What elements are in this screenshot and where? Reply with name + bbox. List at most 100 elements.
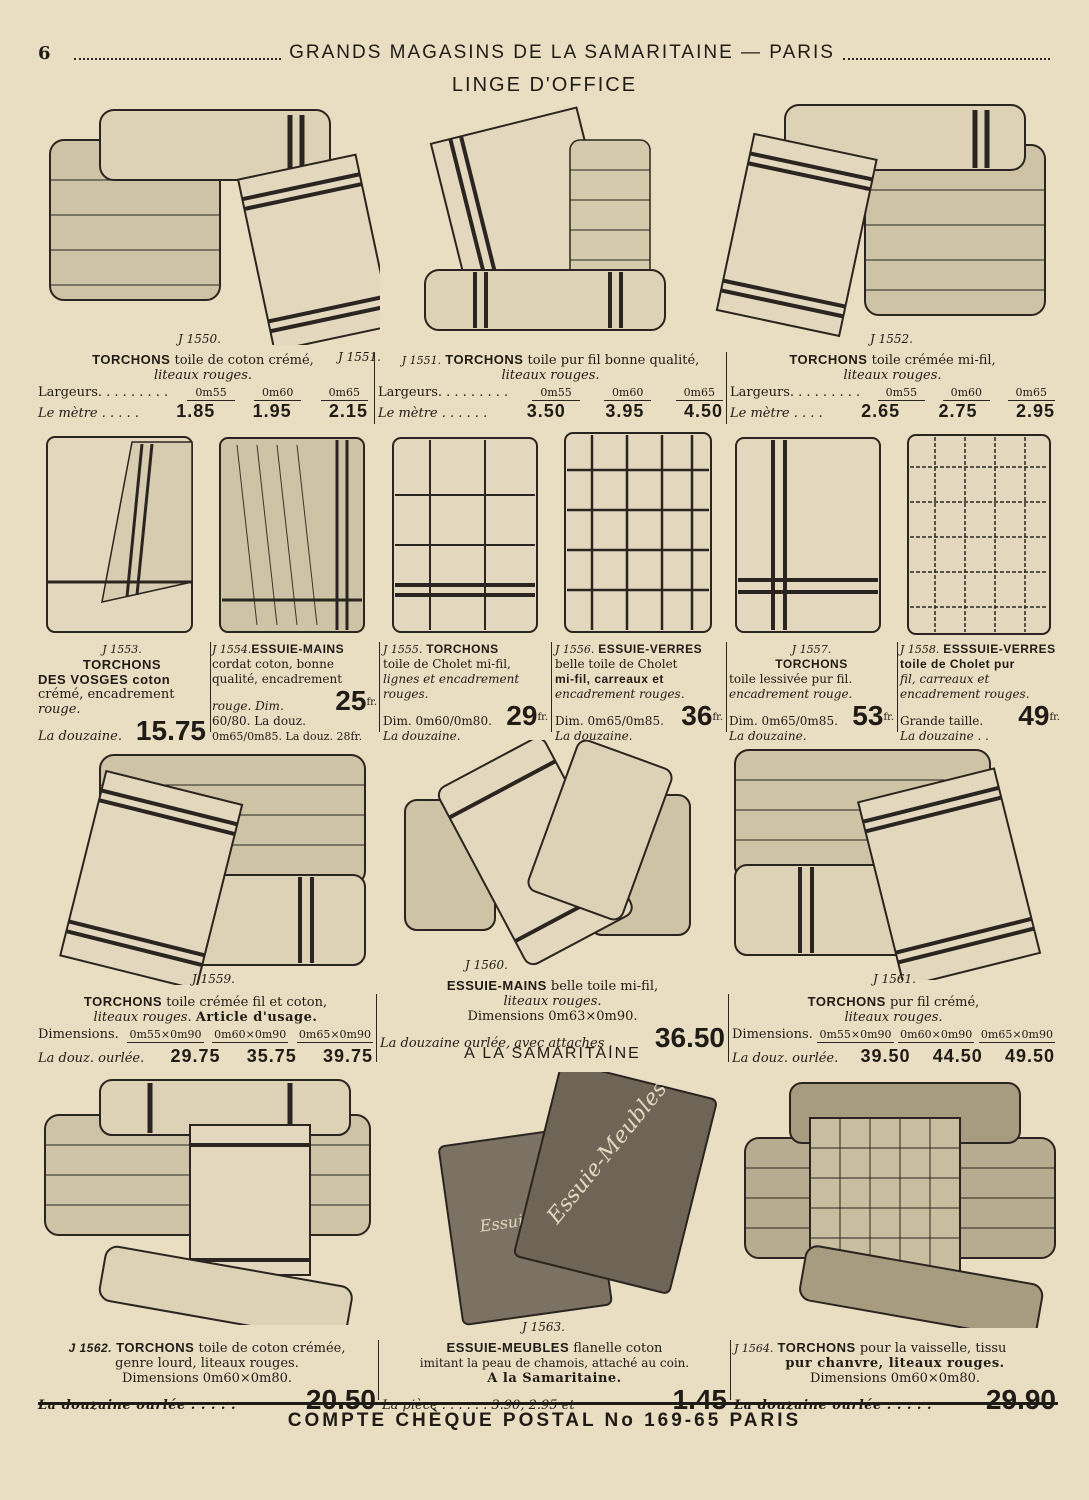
price: 29 xyxy=(506,700,538,731)
price: 1.45 xyxy=(672,1384,728,1415)
footer-rule xyxy=(38,1402,1058,1405)
footer-postal-account: COMPTE CHÈQUE POSTAL No 169-65 PARIS xyxy=(287,1410,802,1431)
size-label: Largeurs. . . . . . . . . xyxy=(378,385,509,400)
divider xyxy=(551,642,552,732)
product-desc: toile crémée mi-fil, xyxy=(871,353,996,368)
product-sub: liteaux rouges. xyxy=(93,1010,192,1025)
price: 20.50 xyxy=(305,1384,376,1415)
product-line: A la Samaritaine. xyxy=(487,1371,622,1386)
product-sub: liteaux rouges. xyxy=(501,368,600,383)
divider xyxy=(730,1340,731,1400)
divider xyxy=(379,642,380,732)
product-j1553: J 1553. TORCHONS DES VOSGES coton crémé,… xyxy=(38,642,206,745)
product-sub: liteaux rouges. xyxy=(153,368,253,383)
price: 35.75 xyxy=(246,1046,297,1066)
product-line: encadrement rouge. xyxy=(729,687,853,701)
price: 2.75 xyxy=(938,401,978,421)
product-title: TORCHONS xyxy=(775,657,848,671)
ref-j1561: J 1561. xyxy=(873,972,916,986)
product-title: TORCHONS xyxy=(92,352,171,367)
price-label: La douzaine. xyxy=(555,729,633,743)
price: 29.75 xyxy=(170,1046,221,1066)
product-desc: pour la vaisselle, tissu xyxy=(859,1341,1007,1356)
product-line: 60/80. La douz. xyxy=(212,714,306,728)
product-j1558: J 1558. ESSSUIE-VERRES toile de Cholet p… xyxy=(900,642,1060,744)
towel-stack-illustration-1561 xyxy=(730,740,1055,980)
product-title: TORCHONS xyxy=(789,352,868,367)
towel-stack-illustration-1562 xyxy=(40,1075,375,1325)
ref-j1550: J 1550. xyxy=(178,332,221,346)
section-title: LINGE D'OFFICE xyxy=(451,74,638,96)
product-ref: J 1556. xyxy=(555,643,595,656)
product-ref: J 1555. xyxy=(383,643,423,656)
towel-stack-illustration-1560 xyxy=(400,740,695,970)
price: 1.85 xyxy=(176,401,216,421)
price-label: Le mètre . . . . xyxy=(730,406,823,421)
price: 15.75 xyxy=(135,715,206,746)
ref-j1560: J 1560. xyxy=(465,958,508,972)
price: 2.15 xyxy=(328,401,368,421)
samaritaine-tagline: A LA SAMARITAINE xyxy=(464,1045,641,1062)
product-title: TORCHONS xyxy=(807,994,886,1009)
price: 3.50 xyxy=(526,401,566,421)
product-ref: J 1562. xyxy=(68,1341,113,1355)
product-desc: toile de coton crémée, xyxy=(198,1341,346,1356)
price-label: Le mètre . . . . . . xyxy=(378,406,488,421)
towel-stack-illustration-1551 xyxy=(420,100,690,345)
product-line: qualité, encadrement xyxy=(212,672,343,686)
divider xyxy=(378,1340,379,1400)
product-line: encadrement rouges. xyxy=(900,687,1030,701)
product-line: imitant la peau de chamois, attaché au c… xyxy=(419,1356,690,1370)
product-title: ESSSUIE-VERRES xyxy=(943,642,1056,656)
product-line: Dim. 0m60/0m80. xyxy=(383,714,492,728)
ref-j1563: J 1563. xyxy=(522,1320,565,1334)
folded-towel-illustration-1555 xyxy=(390,435,540,635)
size-cell: 0m60 xyxy=(942,385,991,401)
price: 1.95 xyxy=(252,401,292,421)
product-sub: liteaux rouges. xyxy=(843,368,942,383)
page-header: 6 GRANDS MAGASINS DE LA SAMARITAINE — PA… xyxy=(38,38,1058,68)
product-title: ESSUIE-MEUBLES xyxy=(446,1340,570,1355)
product-title: TORCHONS xyxy=(777,1340,856,1355)
price: 4.50 xyxy=(683,401,723,421)
product-ref: J 1564. xyxy=(734,1342,774,1355)
size-label: Largeurs. . . . . . . . . xyxy=(38,385,169,400)
divider xyxy=(726,352,727,424)
price-unit: fr. xyxy=(883,712,894,723)
product-j1559: TORCHONS toile crémée fil et coton, lite… xyxy=(38,994,373,1066)
product-title: TORCHONS xyxy=(116,1340,195,1355)
price-label: La douzaine . . xyxy=(900,729,989,743)
product-desc: pur fil crémé, xyxy=(889,995,980,1010)
product-j1551: J 1551. TORCHONS toile pur fil bonne qua… xyxy=(378,352,723,421)
price-label: La douzaine ourlée . . . . . xyxy=(38,1398,237,1413)
divider xyxy=(210,642,211,732)
product-line: belle toile de Cholet xyxy=(555,657,678,671)
towel-stack-illustration-1564 xyxy=(740,1078,1060,1328)
product-title: ESSUIE-MAINS xyxy=(446,978,547,993)
towel-stack-illustration-1550 xyxy=(40,100,380,345)
ref-j1551: J 1551. xyxy=(338,350,381,364)
divider xyxy=(897,642,898,732)
folded-towel-illustration-1554 xyxy=(217,435,367,635)
size-cell: 0m55×0m90 xyxy=(817,1028,894,1043)
folded-towel-illustration-1553 xyxy=(42,432,197,637)
size-cell: 0m55 xyxy=(187,385,235,401)
price-label: La pièce . . . . . . 3.90, 2.95 et xyxy=(382,1398,575,1413)
price: 2.65 xyxy=(861,401,901,421)
price: 29.90 xyxy=(985,1384,1056,1415)
product-desc: belle toile mi-fil, xyxy=(550,979,659,994)
product-line: 0m65/0m85. La douz. 28fr. xyxy=(212,730,363,743)
size-cell: 0m60×0m90 xyxy=(212,1028,289,1043)
product-j1563: ESSUIE-MEUBLES flanelle coton imitant la… xyxy=(382,1340,727,1414)
price-label: Le mètre . . . . . xyxy=(38,406,139,421)
product-desc: toile crémée fil et coton, xyxy=(166,995,328,1010)
price: 49 xyxy=(1018,700,1050,731)
product-desc: flanelle coton xyxy=(573,1341,663,1356)
product-title: TORCHONS xyxy=(82,657,162,672)
product-j1560: ESSUIE-MAINS belle toile mi-fil, liteaux… xyxy=(380,978,725,1052)
product-line: crémé, encadrement xyxy=(38,687,175,702)
price-unit: fr. xyxy=(366,697,377,708)
product-line: toile lessivée pur fil. xyxy=(729,672,853,686)
product-j1555: J 1555. TORCHONS toile de Cholet mi-fil,… xyxy=(383,642,548,744)
